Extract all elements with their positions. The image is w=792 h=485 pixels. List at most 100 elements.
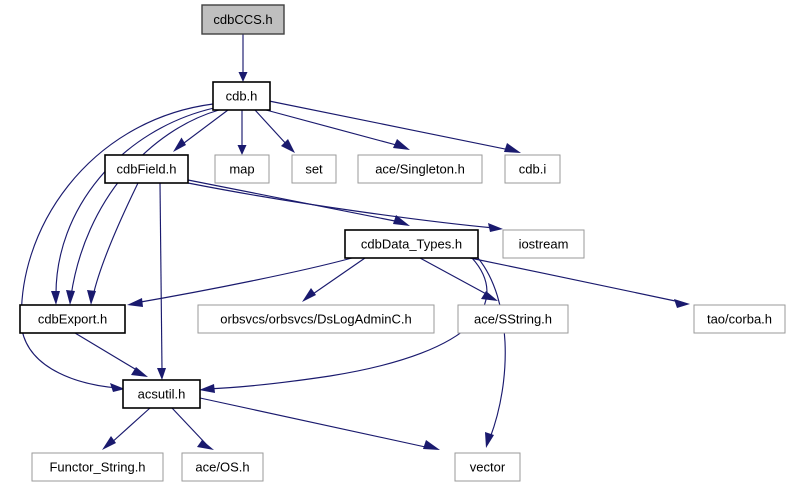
node-box[interactable] xyxy=(104,154,189,184)
edge-cdbccs-to-cdbh xyxy=(238,34,248,82)
node-cdbi[interactable]: cdb.i xyxy=(504,154,561,184)
edge-cdbfield-to-cdbexport xyxy=(87,182,139,305)
arrowhead-icon xyxy=(504,143,521,153)
edge-cdbdatatypes-to-cdbexport xyxy=(127,257,353,307)
arrowhead-icon xyxy=(199,384,215,393)
arrowhead-icon xyxy=(127,298,143,307)
node-functorstring[interactable]: Functor_String.h xyxy=(31,452,164,482)
arrowhead-icon xyxy=(238,72,248,82)
edge-cdbh-to-cdbexport2 xyxy=(51,107,215,305)
edge-cdbdatatypes-to-dslogadmin xyxy=(302,257,366,302)
arrowhead-icon xyxy=(674,299,690,308)
edge-cdbh-to-cdbfield xyxy=(173,109,229,152)
edge-cdbdatatypes-to-acsutil xyxy=(199,257,488,393)
node-dslogadmin[interactable]: orbsvcs/orbsvcs/DsLogAdminC.h xyxy=(197,304,435,334)
node-cdbfield[interactable]: cdbField.h xyxy=(104,154,189,184)
node-box[interactable] xyxy=(31,452,164,482)
edge-line xyxy=(159,182,163,371)
edge-cdbh-to-acsutil xyxy=(20,103,214,392)
arrowhead-icon xyxy=(197,440,214,450)
node-box[interactable] xyxy=(214,154,270,184)
node-set[interactable]: set xyxy=(291,154,337,184)
arrowhead-icon xyxy=(302,288,316,302)
edge-cdbdatatypes-to-sstring xyxy=(419,257,498,301)
edge-cdbdatatypes-to-vector xyxy=(477,257,506,448)
edge-line xyxy=(477,257,506,439)
edge-line xyxy=(109,407,151,445)
node-box[interactable] xyxy=(454,452,521,482)
node-singleton[interactable]: ace/Singleton.h xyxy=(357,154,483,184)
edge-line xyxy=(309,257,366,297)
edge-acsutil-to-aceos xyxy=(171,407,214,450)
node-box[interactable] xyxy=(181,452,264,482)
node-iostream[interactable]: iostream xyxy=(502,229,585,259)
node-cdbccs[interactable]: cdbCCS.h xyxy=(201,4,285,35)
node-aceos[interactable]: ace/OS.h xyxy=(181,452,264,482)
node-box[interactable] xyxy=(19,304,126,334)
arrowhead-icon xyxy=(110,383,125,392)
edge-line xyxy=(134,257,353,304)
edge-cdbdatatypes-to-taocorba xyxy=(469,257,690,308)
node-sstring[interactable]: ace/SString.h xyxy=(457,304,569,334)
edge-acsutil-to-vector xyxy=(199,397,440,450)
edge-line xyxy=(187,179,401,223)
edge-line xyxy=(199,397,431,449)
arrowhead-icon xyxy=(485,432,494,448)
node-map[interactable]: map xyxy=(214,154,270,184)
node-box[interactable] xyxy=(502,229,585,259)
edge-cdbexport-to-acsutil xyxy=(74,332,148,377)
arrowhead-icon xyxy=(131,367,148,377)
node-acsutil[interactable]: acsutil.h xyxy=(122,379,201,409)
arrowhead-icon xyxy=(237,145,247,155)
node-box[interactable] xyxy=(344,229,479,259)
node-cdbh[interactable]: cdb.h xyxy=(212,81,271,111)
node-cdbdatatypes[interactable]: cdbData_Types.h xyxy=(344,229,479,259)
edge-cdbfield-to-cdbdatatypes xyxy=(187,179,410,226)
edge-cdbfield-to-acsutil xyxy=(157,182,166,380)
node-box[interactable] xyxy=(122,379,201,409)
node-box[interactable] xyxy=(201,4,285,35)
edge-cdbh-to-singleton xyxy=(265,109,410,150)
edge-acsutil-to-functorstring xyxy=(102,407,151,450)
node-box[interactable] xyxy=(291,154,337,184)
edge-line xyxy=(469,257,681,303)
edge-cdbfield-to-iostream xyxy=(187,182,503,232)
edge-line xyxy=(265,109,401,147)
node-box[interactable] xyxy=(357,154,483,184)
arrowhead-icon xyxy=(481,291,498,301)
edge-line xyxy=(171,407,207,445)
edge-line xyxy=(179,109,229,147)
arrowhead-icon xyxy=(157,368,166,380)
arrowhead-icon xyxy=(87,290,96,305)
edge-line xyxy=(206,257,488,390)
edge-cdbh-to-cdbi xyxy=(268,100,521,153)
edge-line xyxy=(74,332,141,373)
edge-cdbh-to-map xyxy=(237,110,247,155)
edge-line xyxy=(268,100,511,151)
arrowhead-icon xyxy=(66,290,75,305)
node-box[interactable] xyxy=(212,81,271,111)
arrowhead-icon xyxy=(102,436,116,450)
edge-line xyxy=(419,257,491,297)
node-box[interactable] xyxy=(197,304,435,334)
node-cdbexport[interactable]: cdbExport.h xyxy=(19,304,126,334)
node-box[interactable] xyxy=(693,304,786,334)
edge-line xyxy=(20,103,214,389)
arrowhead-icon xyxy=(173,137,186,152)
arrowhead-icon xyxy=(393,215,410,226)
edge-cdbh-to-set xyxy=(254,109,295,153)
arrowhead-icon xyxy=(393,139,410,150)
edge-line xyxy=(92,182,139,297)
node-box[interactable] xyxy=(504,154,561,184)
arrowhead-icon xyxy=(51,291,60,305)
arrowhead-icon xyxy=(423,440,440,450)
edge-line xyxy=(187,182,495,229)
edge-layer xyxy=(20,34,690,450)
arrowhead-icon xyxy=(488,223,503,232)
node-vector[interactable]: vector xyxy=(454,452,521,482)
node-box[interactable] xyxy=(457,304,569,334)
node-taocorba[interactable]: tao/corba.h xyxy=(693,304,786,334)
